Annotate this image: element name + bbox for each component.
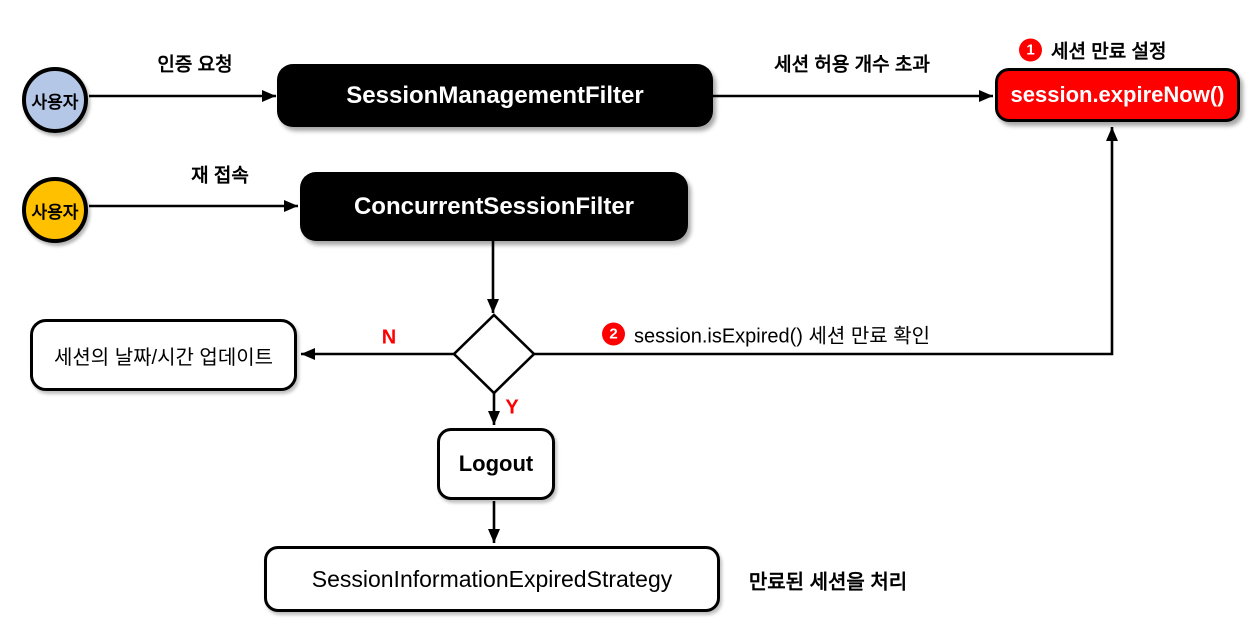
step1-number-badge: 1 <box>1019 38 1042 62</box>
annotation-expired-note: 만료된 세션을 처리 <box>748 571 908 594</box>
decision-diamond <box>452 313 536 395</box>
node-logout: Logout <box>437 428 555 500</box>
node-concurrent-session-filter-label: ConcurrentSessionFilter <box>353 192 635 220</box>
node-session-information-expired-strategy: SessionInformationExpiredStrategy <box>264 546 720 612</box>
node-concurrent-session-filter: ConcurrentSessionFilter <box>300 172 688 241</box>
branch-label-no: N <box>381 326 397 349</box>
branch-label-yes: Y <box>505 396 519 419</box>
node-session-update: 세션의 날짜/시간 업데이트 <box>30 319 297 391</box>
node-session-information-expired-strategy-label: SessionInformationExpiredStrategy <box>311 565 673 592</box>
step2-text: session.isExpired() 세션 만료 확인 <box>634 325 931 348</box>
node-session-management-filter: SessionManagementFilter <box>277 64 713 127</box>
annotation-step1: 1 세션 만료 설정 <box>1019 37 1166 64</box>
actor-user-yellow: 사용자 <box>22 177 88 243</box>
step1-text: 세션 만료 설정 <box>1051 41 1167 63</box>
node-session-expire-now: session.expireNow() <box>995 68 1240 122</box>
actor-user-yellow-label: 사용자 <box>31 202 79 222</box>
edge-label-reconnect: 재 접속 <box>191 165 249 187</box>
edge-label-session-limit-exceeded: 세션 허용 개수 초과 <box>774 54 930 76</box>
actor-user-blue-label: 사용자 <box>31 92 79 112</box>
edge-label-auth-request: 인증 요청 <box>157 54 233 76</box>
step2-number-badge: 2 <box>602 322 625 346</box>
node-session-expire-now-label: session.expireNow() <box>1010 82 1225 107</box>
annotation-step2: 2 session.isExpired() 세션 만료 확인 <box>602 320 930 349</box>
node-logout-label: Logout <box>458 451 534 476</box>
node-session-management-filter-label: SessionManagementFilter <box>346 81 644 109</box>
node-session-update-label: 세션의 날짜/시간 업데이트 <box>53 346 274 369</box>
edge-decision-to-expire-now <box>533 127 1118 356</box>
actor-user-blue: 사용자 <box>22 67 88 133</box>
